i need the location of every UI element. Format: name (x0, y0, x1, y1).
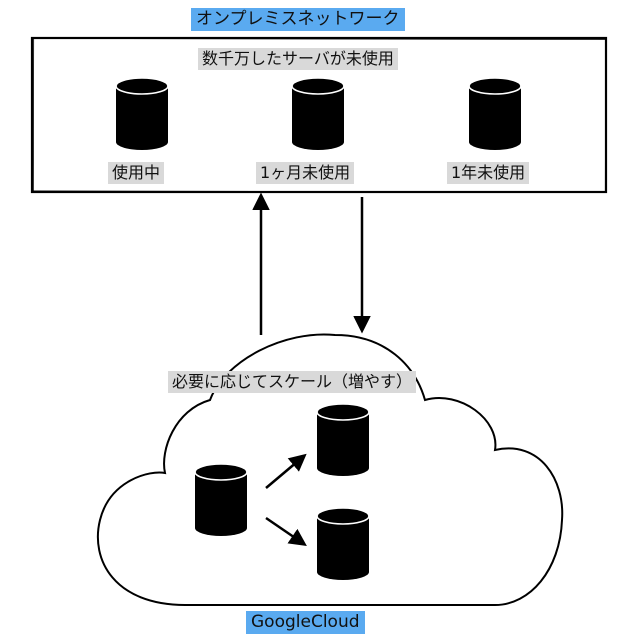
cloud-name: GoogleCloud (246, 611, 365, 634)
scale-arrow-down (265, 516, 307, 546)
onprem-subtitle: 数千万したサーバが未使用 (198, 48, 398, 70)
server-label-in-use: 使用中 (108, 162, 165, 184)
onprem-network-box (30, 36, 608, 194)
server-unused-1year-icon (468, 77, 522, 150)
server-label-1year: 1年未使用 (447, 162, 530, 184)
server-label-1month: 1ヶ月未使用 (256, 162, 355, 184)
cloud-scale-caption: 必要に応じてスケール（増やす） (168, 371, 417, 393)
cloud-shape (96, 333, 564, 606)
cloud-server-source-icon (194, 463, 248, 536)
server-unused-1month-icon (291, 77, 345, 150)
cloud-server-scaled-1-icon (316, 403, 370, 476)
onprem-network-title: オンプレミスネットワーク (191, 8, 405, 31)
cloud-server-scaled-2-icon (316, 507, 370, 580)
server-in-use-icon (115, 77, 169, 150)
scale-arrow-up (265, 453, 307, 489)
